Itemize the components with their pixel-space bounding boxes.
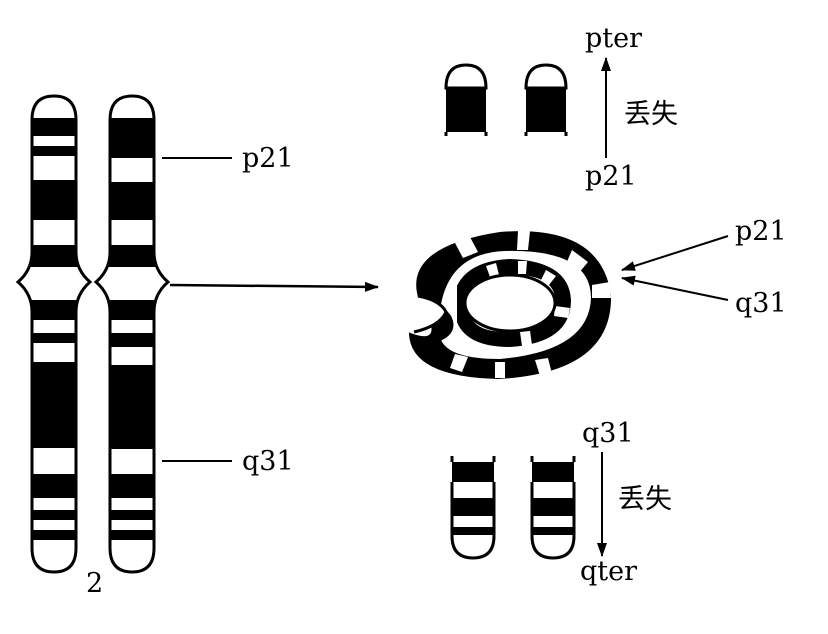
band <box>554 306 570 318</box>
band <box>455 237 478 258</box>
ring-chromosome <box>408 231 612 380</box>
band <box>18 510 90 520</box>
ring-p21-label: p21 <box>735 216 787 247</box>
band <box>96 245 168 267</box>
band <box>518 261 527 274</box>
band <box>486 263 499 277</box>
band <box>18 146 90 156</box>
band <box>18 245 90 267</box>
band <box>96 530 168 540</box>
chromatid-left-outline <box>15 94 93 574</box>
chromosome-number: 2 <box>86 568 103 599</box>
chromatid-right-outline <box>93 94 171 574</box>
chromosome-q31-label: q31 <box>242 446 294 477</box>
band <box>96 118 168 158</box>
band <box>450 354 468 372</box>
band <box>18 118 90 136</box>
fragment-chromatid <box>530 456 576 560</box>
band <box>517 231 530 250</box>
band <box>495 362 505 378</box>
pter-label: pter <box>585 23 642 54</box>
band <box>18 333 90 343</box>
qter-fragment-q31-label: q31 <box>582 418 634 449</box>
lost-pter-fragment <box>444 63 568 136</box>
ring-outer-strand <box>408 231 612 380</box>
band <box>520 331 532 346</box>
band <box>566 250 588 274</box>
band <box>535 358 552 376</box>
qter-label: qter <box>580 556 637 587</box>
band <box>18 530 90 540</box>
pter-fragment-p21-label: p21 <box>585 161 637 192</box>
ring-center <box>463 273 557 333</box>
fragment-chromatid <box>444 63 488 136</box>
fragment-chromatid <box>524 63 568 136</box>
band <box>592 282 611 298</box>
ring-p21-arrow <box>621 235 729 271</box>
band <box>96 365 168 449</box>
band <box>18 474 90 498</box>
band <box>96 182 168 220</box>
ring-q31-arrow <box>621 275 729 301</box>
chromosome-2 <box>15 94 171 574</box>
band <box>18 180 90 220</box>
band <box>18 300 90 320</box>
chromatid-right <box>96 96 168 572</box>
formation-arrow <box>169 281 379 292</box>
band <box>96 333 168 347</box>
lost-label-top: 丢失 <box>624 99 678 130</box>
chromosome-p21-label: p21 <box>242 143 294 174</box>
band <box>541 270 556 285</box>
band <box>96 510 168 520</box>
lost-qter-fragment <box>450 456 576 560</box>
band <box>18 362 90 448</box>
band <box>96 474 168 498</box>
fragment-chromatid <box>450 456 496 560</box>
ring-q31-label: q31 <box>735 288 787 319</box>
chromatid-left <box>18 96 90 572</box>
ring-notch <box>413 294 448 334</box>
band <box>96 300 168 320</box>
lost-label-bottom: 丢失 <box>618 484 672 515</box>
